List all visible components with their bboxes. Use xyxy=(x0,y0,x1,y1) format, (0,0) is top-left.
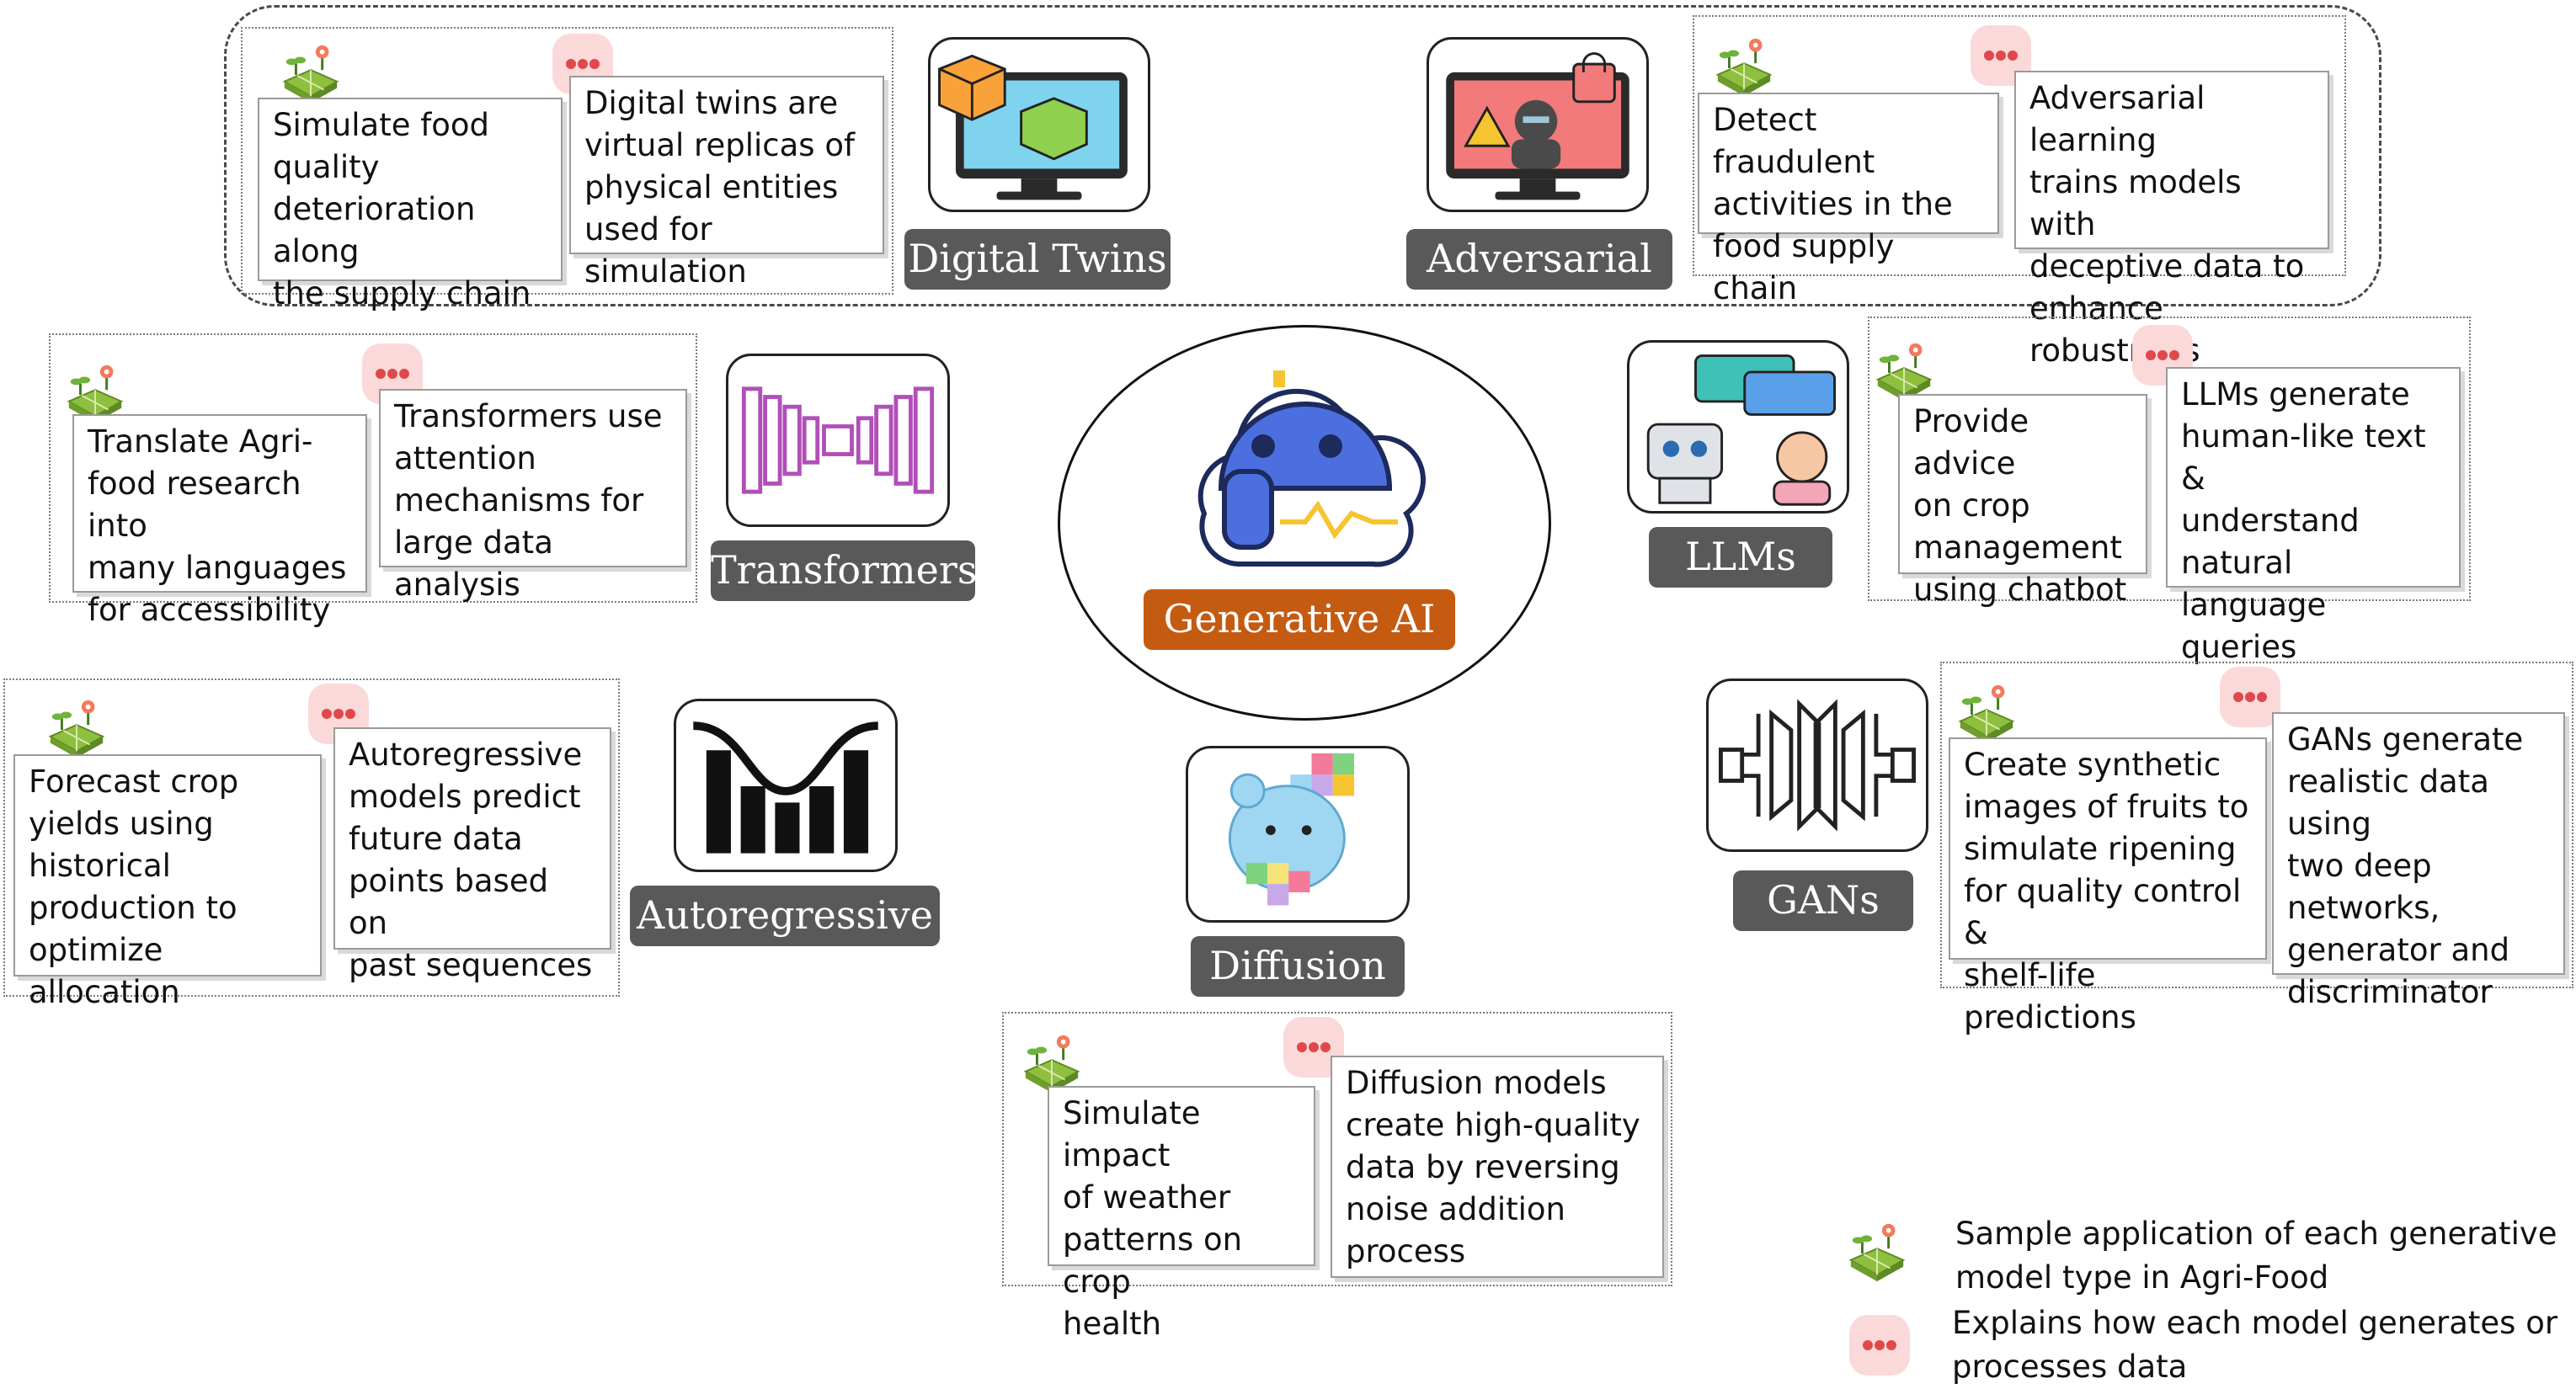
plant-field-icon xyxy=(1711,35,1777,101)
autoregressive-explanation: Autoregressive models predict future dat… xyxy=(333,727,611,983)
center-ellipse xyxy=(1058,325,1551,721)
gan-network-icon xyxy=(1706,679,1928,852)
chatbot-user-icon xyxy=(1627,340,1849,514)
plant-field-icon xyxy=(44,697,109,763)
adversarial-label: Adversarial xyxy=(1406,229,1672,290)
transformer-network-icon xyxy=(726,354,950,527)
chat-bubble-icon xyxy=(2220,667,2280,727)
diffusion-explanation: Diffusion models create high-quality dat… xyxy=(1331,1056,1664,1278)
transformers-application: Translate Agri- food research into many … xyxy=(72,414,367,628)
llms-explanation: LLMs generate human-like text & understa… xyxy=(2166,367,2461,665)
digital-twins-group xyxy=(241,27,893,295)
legend-chat-bubble-icon xyxy=(1849,1315,1910,1376)
diffusion-application: Simulate impact of weather patterns on c… xyxy=(1048,1086,1315,1342)
center-label: Generative AI xyxy=(1144,589,1455,650)
llms-application: Provide advice on crop management using … xyxy=(1898,394,2147,608)
transformers-explanation: Transformers use attention mechanisms fo… xyxy=(379,389,687,603)
gans-group xyxy=(1940,662,2573,988)
llms-group xyxy=(1868,317,2471,601)
transformers-label: Transformers xyxy=(711,540,977,601)
gans-explanation: GANs generate realistic data using two d… xyxy=(2272,712,2565,1010)
adversarial-explanation: Adversarial learning trains models with … xyxy=(2014,71,2329,369)
bar-curve-icon xyxy=(674,699,898,872)
legend-application-text: Sample application of each generative mo… xyxy=(1955,1216,2557,1296)
diffusion-group xyxy=(1002,1012,1672,1286)
digital-twins-application: Simulate food quality deterioration alon… xyxy=(258,98,563,311)
bear-noise-icon xyxy=(1186,746,1410,923)
transformers-group xyxy=(49,333,697,603)
digital-twins-label: Digital Twins xyxy=(904,229,1171,290)
autoregressive-group xyxy=(3,679,620,997)
llms-label: LLMs xyxy=(1649,527,1832,588)
robot-cloud-icon xyxy=(1171,362,1437,581)
diffusion-label: Diffusion xyxy=(1191,936,1405,997)
legend-explanation-text: Explains how each model generates or pro… xyxy=(1952,1305,2558,1385)
adversarial-group xyxy=(1693,15,2346,276)
digital-twins-explanation: Digital twins are virtual replicas of ph… xyxy=(569,76,884,290)
adversarial-application: Detect fraudulent activities in the food… xyxy=(1698,93,1999,306)
autoregressive-application: Forecast crop yields using historical pr… xyxy=(13,754,322,1010)
monitor-cube-icon xyxy=(928,37,1150,212)
gans-label: GANs xyxy=(1733,870,1913,931)
top-group-outline xyxy=(224,5,2381,306)
gans-application: Create synthetic images of fruits to sim… xyxy=(1949,737,2267,1035)
legend-plant-field-icon xyxy=(1844,1221,1910,1286)
autoregressive-label: Autoregressive xyxy=(630,886,940,946)
hacker-warning-icon xyxy=(1427,37,1649,212)
